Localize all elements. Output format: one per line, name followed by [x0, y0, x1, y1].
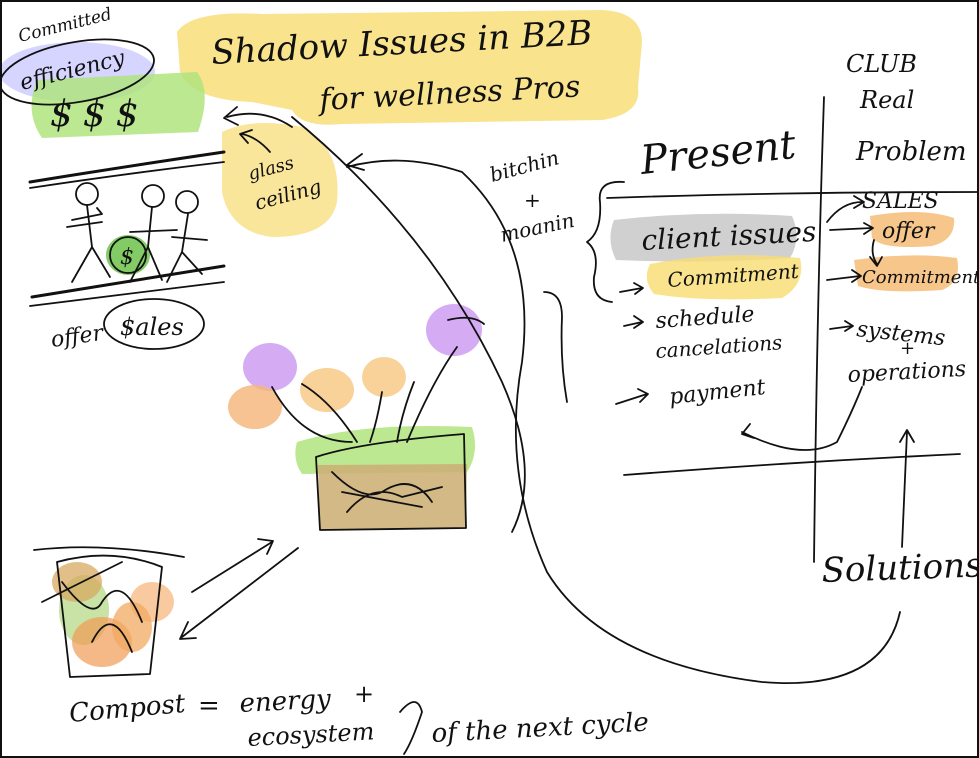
- club-sales-label: SALES: [862, 189, 939, 214]
- compost-scribble: [41, 561, 143, 653]
- dollars-label: $$$: [50, 94, 149, 135]
- commitment-right-highlight: [854, 255, 958, 292]
- orange-flower-2: [300, 368, 354, 412]
- client-issues-highlight: [610, 213, 797, 262]
- dollars-highlight: [31, 72, 205, 138]
- cancelations-label: cancelations: [655, 330, 783, 363]
- arrow-payment: [615, 388, 649, 405]
- problem-heading: Problem: [855, 137, 967, 167]
- purple-flower-right: [426, 304, 482, 356]
- compost-word: Compost: [68, 689, 187, 729]
- orange-flower-3: [362, 357, 406, 397]
- club-heading: CLUB: [846, 50, 917, 78]
- commitment-highlight: [646, 255, 802, 300]
- orange-flower-1: [228, 385, 282, 429]
- club-offer-label: offer: [882, 219, 936, 244]
- compost-orange-1: [52, 562, 102, 602]
- glass-ceiling-highlight: [222, 123, 338, 237]
- ink-strokes: [2, 38, 977, 755]
- arrow-compost-to-pot: [191, 538, 274, 593]
- pot-box: [315, 433, 467, 531]
- club-commitment-label: Commitment: [862, 267, 977, 288]
- arrow-up-present: [741, 386, 863, 451]
- coin-label: $: [120, 245, 134, 270]
- compost-bucket: [56, 554, 163, 678]
- compost-plus: +: [354, 680, 374, 708]
- purple-flower-left: [243, 343, 297, 391]
- bitchin-label: bitchin: [487, 145, 561, 186]
- pot-soil: [318, 464, 467, 530]
- ceiling-line-top: [28, 150, 226, 184]
- ecosystem-label: ecosystem: [247, 717, 375, 752]
- grid-vertical: [813, 96, 825, 563]
- offer-to-commitment: [869, 239, 883, 267]
- energy-label: energy: [239, 684, 332, 719]
- present-bracket: [586, 180, 625, 303]
- arrow-commitment: [619, 282, 644, 295]
- arrow-commitment-right: [826, 269, 862, 283]
- moanin-squiggle: [543, 291, 568, 403]
- middle-plus: +: [524, 188, 541, 212]
- flower-stems: [271, 316, 485, 443]
- grid-horizontal-top: [606, 191, 977, 199]
- real-heading: Real: [859, 86, 914, 114]
- offer-label: offer: [49, 321, 106, 353]
- arrow-offer: [829, 222, 874, 235]
- offer-highlight: [870, 211, 955, 247]
- compost-orange-4: [112, 602, 152, 652]
- pot-foliage: [295, 426, 476, 474]
- compost-rim: [33, 546, 185, 558]
- loop-second-line: [291, 116, 526, 533]
- arrow-systems: [829, 320, 854, 332]
- committed-label: Committed: [16, 4, 114, 47]
- operations-label: operations: [847, 357, 967, 388]
- arrow-up-solutions: [899, 429, 915, 548]
- arrow-to-dollars: [223, 106, 293, 128]
- floor-line-2: [29, 281, 225, 307]
- solutions-label: Solutions: [821, 545, 977, 591]
- arrow-to-glass-ceiling: [239, 129, 271, 153]
- arrow-schedule: [623, 315, 644, 329]
- arrow-sales: [826, 195, 865, 223]
- pot-scribble: [331, 471, 443, 513]
- highlights: [2, 10, 958, 667]
- ceiling-line-bottom: [29, 161, 225, 189]
- payment-label: payment: [668, 375, 767, 410]
- efficiency-oval: [2, 38, 155, 106]
- grid-horizontal-bottom: [623, 453, 961, 476]
- schedule-label: schedule: [655, 302, 756, 334]
- arrow-pot-to-compost: [179, 547, 299, 640]
- sales-oval: [103, 298, 205, 350]
- stick-figures: [66, 182, 208, 283]
- title-highlight: [177, 10, 642, 125]
- compost-equals: =: [198, 691, 220, 721]
- floor-line-1: [30, 264, 226, 299]
- club-plus: +: [900, 338, 915, 359]
- sales-label: $ales: [120, 313, 184, 341]
- present-heading: Present: [637, 122, 799, 184]
- moanin-label: moanin: [498, 208, 576, 247]
- next-cycle-label: of the next cycle: [431, 708, 650, 749]
- of-squiggle: [399, 701, 423, 755]
